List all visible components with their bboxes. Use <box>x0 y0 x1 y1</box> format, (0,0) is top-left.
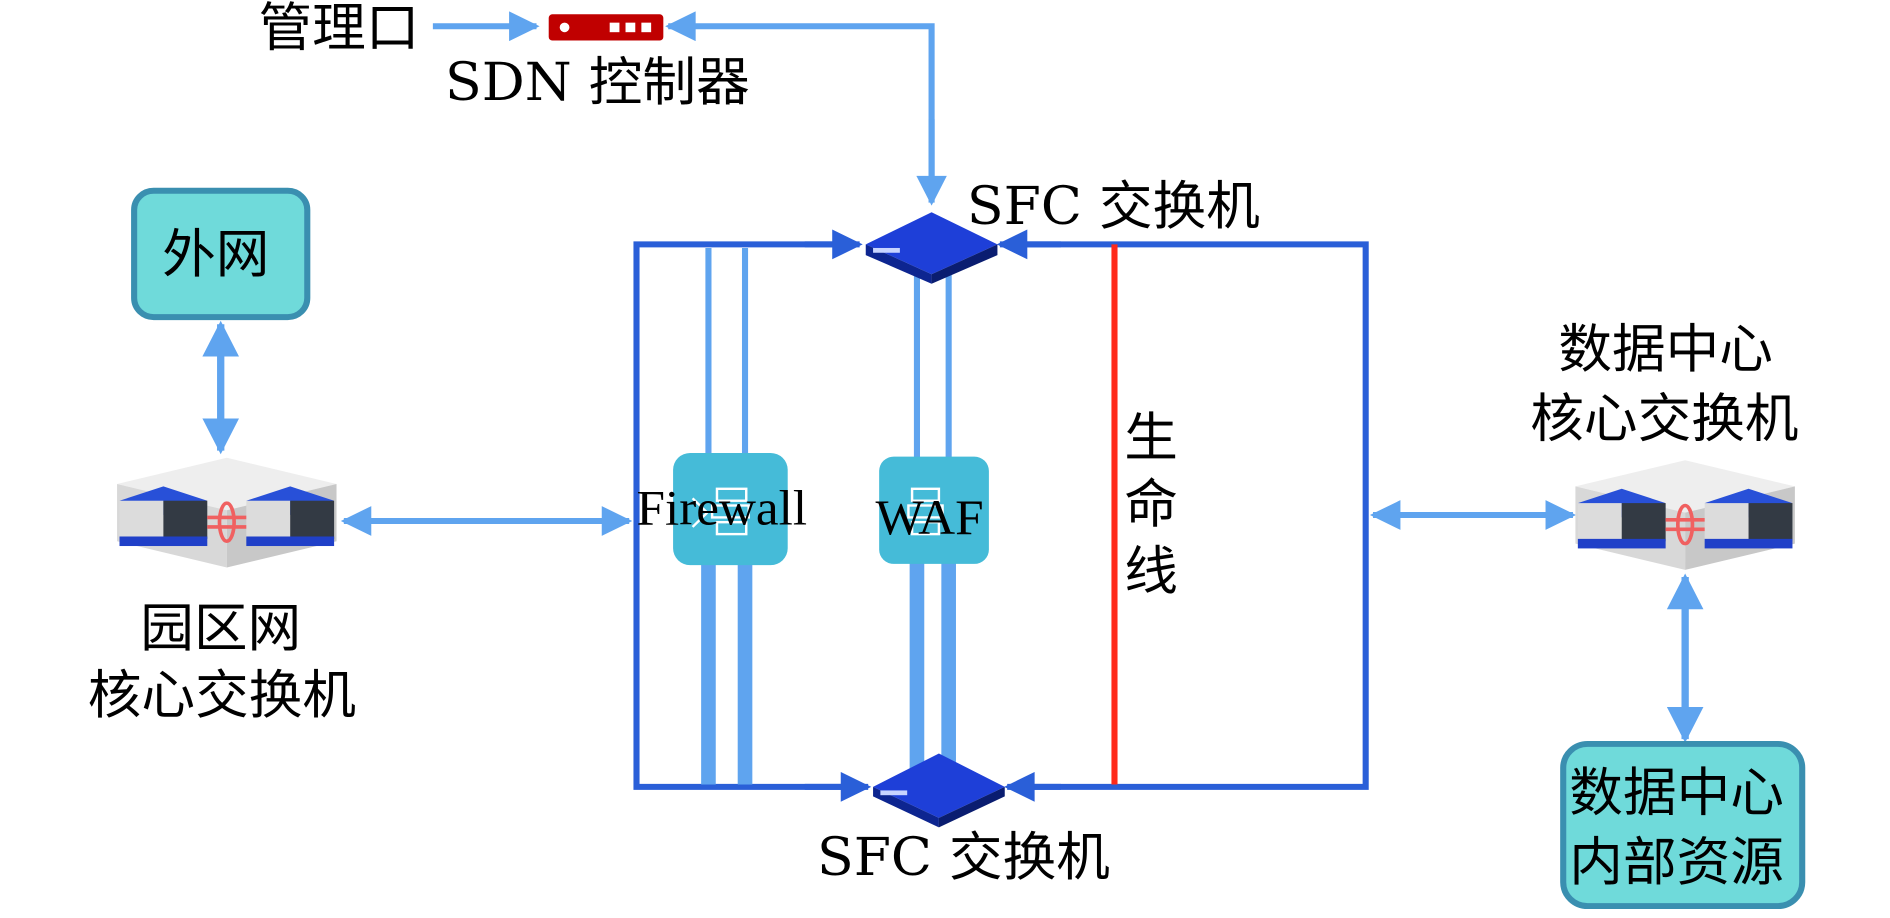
sdn-controller-label: SDN 控制器 <box>445 52 750 113</box>
sfc-right-loop <box>1012 241 1369 790</box>
firewall-label: Firewall <box>637 480 808 535</box>
dc-resources-label-line2: 内部资源 <box>1569 831 1784 892</box>
sfc-left-loop <box>633 241 854 790</box>
firewall-icon <box>691 487 750 536</box>
sfc-switch-top-label: SFC 交换机 <box>967 176 1260 237</box>
dc-core-label-line2: 核心交换机 <box>1530 388 1798 449</box>
firewall-node[interactable] <box>673 453 788 566</box>
lifeline-label-char-2: 命 <box>1124 474 1178 535</box>
waf-label: WAF <box>875 490 983 545</box>
dc-resources-label-line1: 数据中心 <box>1569 762 1784 823</box>
mgmt-port-label: 管理口 <box>259 0 420 58</box>
external-network-node[interactable] <box>131 187 311 321</box>
server-rack-icon[interactable] <box>548 14 664 41</box>
firewall-links <box>701 247 753 785</box>
sfc-switch-top-icon[interactable] <box>865 212 998 284</box>
dc-internal-resources-node[interactable] <box>1560 740 1806 910</box>
dc-core-switch-icon[interactable] <box>1573 458 1797 572</box>
waf-links <box>909 274 956 775</box>
sfc-switch-bottom-label: SFC 交换机 <box>817 827 1110 888</box>
dc-core-label-line1: 数据中心 <box>1558 319 1773 380</box>
lifeline-label-char-1: 生 <box>1124 407 1178 468</box>
external-network-label: 外网 <box>162 223 269 284</box>
campus-core-label-line2: 核心交换机 <box>88 664 356 725</box>
campus-core-switch-icon[interactable] <box>115 455 339 570</box>
sfc-switch-bottom-icon[interactable] <box>873 753 1005 828</box>
waf-firewall-icon <box>907 487 944 536</box>
lifeline-label-char-3: 线 <box>1124 541 1178 602</box>
waf-node[interactable] <box>879 456 989 564</box>
campus-core-label-line1: 园区网 <box>140 598 301 659</box>
